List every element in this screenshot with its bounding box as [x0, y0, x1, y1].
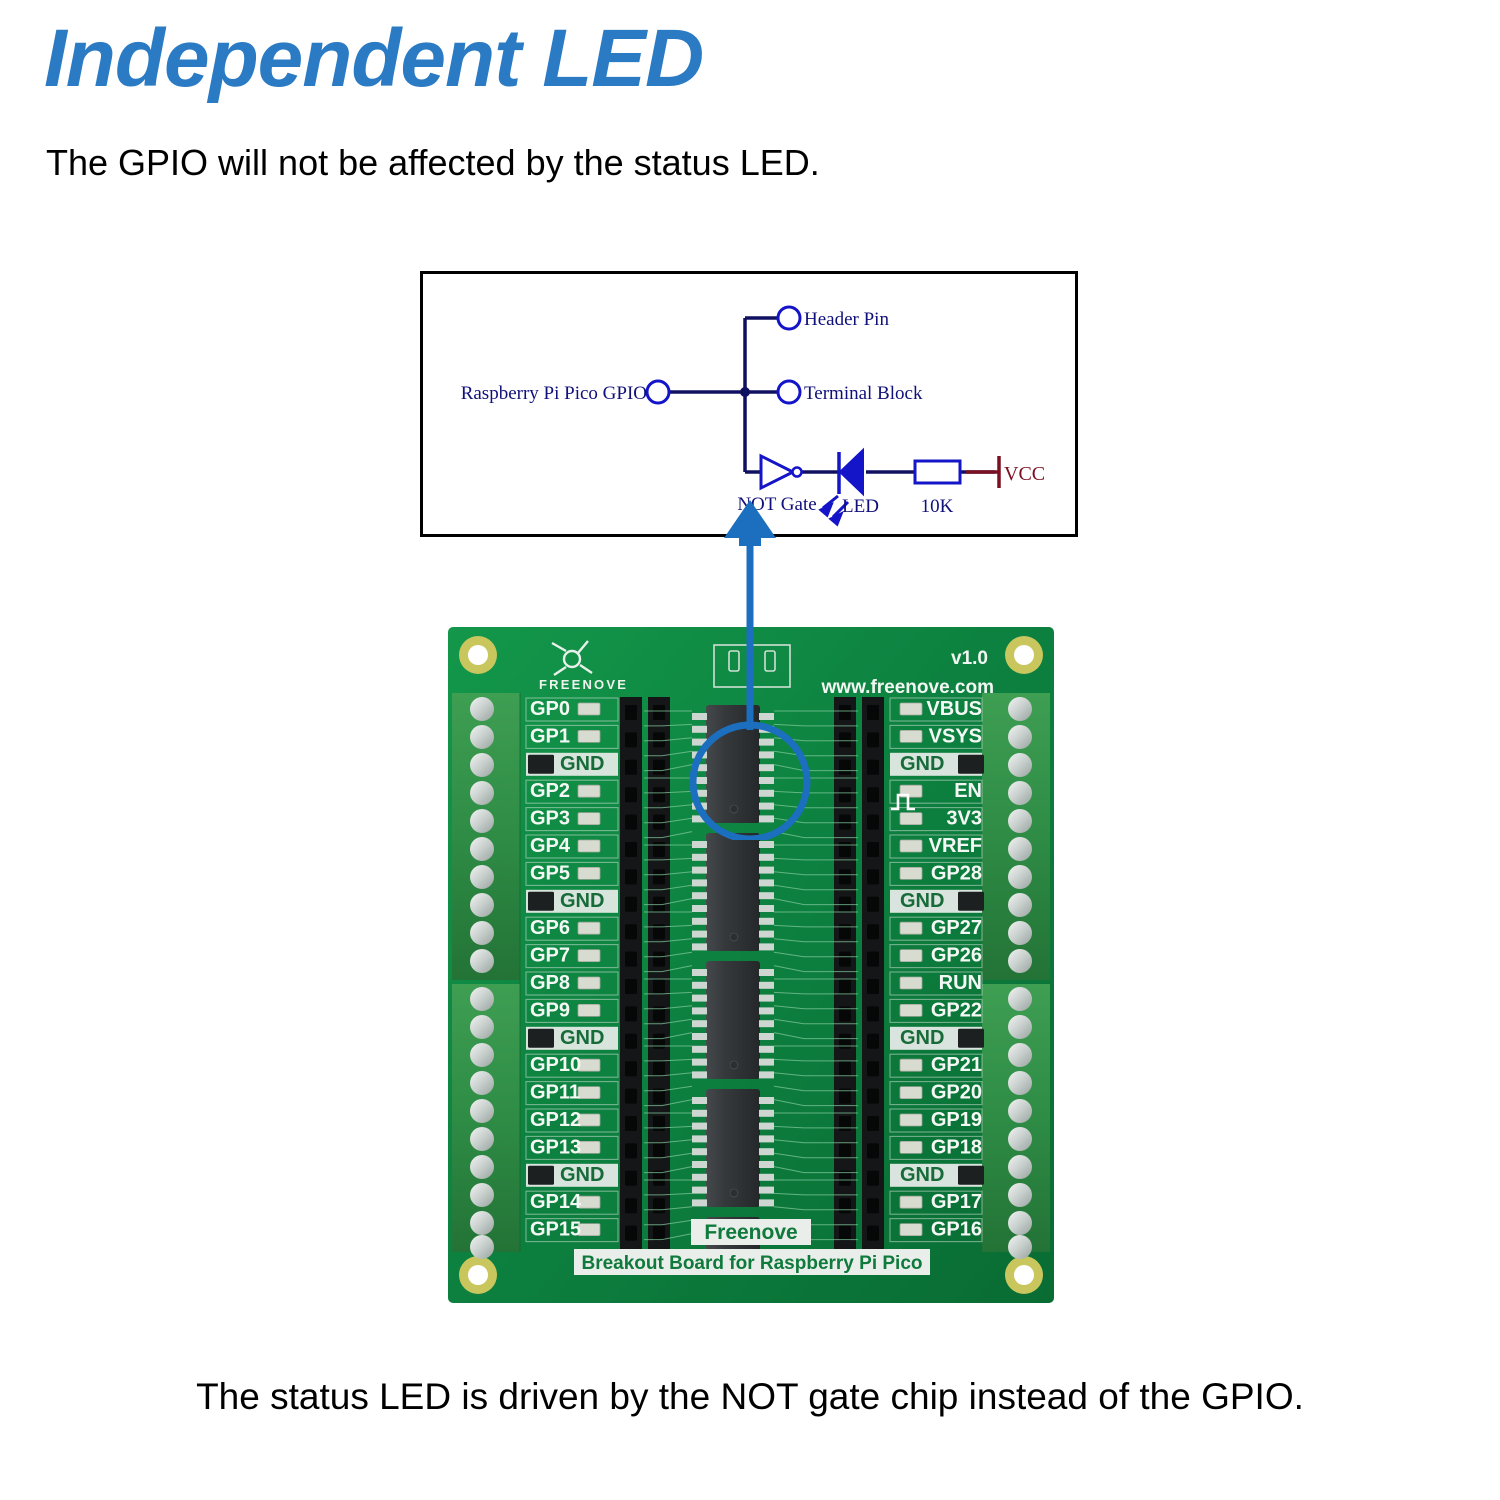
schematic-panel: Raspberry Pi Pico GPIO Header Pin Termin… [420, 271, 1078, 537]
pin-label: GND [560, 1027, 604, 1049]
pin-label: GP6 [530, 917, 570, 939]
board-footer: Freenove Breakout Board for Raspberry Pi… [574, 1219, 930, 1275]
pin-label: GP1 [530, 725, 570, 747]
terminal-screws [1008, 697, 1032, 1259]
pin-header-right-inner[interactable] [834, 697, 856, 1253]
led-icon [818, 447, 864, 527]
pin-label: GP5 [530, 862, 570, 884]
page-title: Independent LED [44, 13, 704, 104]
pin-label: GP18 [931, 1136, 982, 1158]
led-label: LED [842, 496, 879, 517]
resistor-label: 10K [921, 496, 954, 517]
mounting-hole [1005, 1256, 1043, 1294]
ic-chip [706, 1089, 760, 1207]
page-caption: The status LED is driven by the NOT gate… [196, 1376, 1304, 1417]
freenove-logo-icon [551, 640, 593, 676]
pin-header-right-outer[interactable] [862, 697, 884, 1253]
terminal-block-node-circle [776, 379, 802, 405]
mounting-hole [459, 1256, 497, 1294]
pin-label: GP12 [530, 1109, 581, 1131]
pin-header-left-outer[interactable] [620, 697, 642, 1253]
pin-label: GP20 [931, 1082, 982, 1104]
pin-label: GND [560, 890, 604, 912]
board-website-label: www.freenove.com [821, 677, 994, 698]
board-product-label: Breakout Board for Raspberry Pi Pico [581, 1253, 922, 1274]
pin-label: GP8 [530, 972, 570, 994]
ic-chip [706, 961, 760, 1079]
schematic-wires [669, 316, 995, 474]
pin-label: 3V3 [946, 808, 982, 830]
ic-chips [706, 705, 760, 1253]
brand-mark-label: FREENOVE [539, 677, 628, 692]
pin-label: GND [900, 890, 944, 912]
pin-label: GP13 [530, 1136, 581, 1158]
pin-label: GP17 [931, 1191, 982, 1213]
pin-label: GP16 [931, 1219, 982, 1241]
pin-label: EN [954, 780, 982, 802]
pin-label: GP26 [931, 945, 982, 967]
pin-label: GND [900, 1027, 944, 1049]
pin-label: GP28 [931, 862, 982, 884]
not-gate-icon [759, 453, 803, 491]
pin-label: GP4 [530, 835, 571, 857]
pin-header-left-inner[interactable] [648, 697, 670, 1253]
left-pin-labels: GP0GP1GNDGP2GP3GP4GP5GNDGP6GP7GP8GP9GNDG… [525, 697, 619, 1243]
board-name-label: Freenove [704, 1221, 797, 1244]
mounting-hole [459, 636, 497, 674]
board-version-label: v1.0 [951, 648, 988, 669]
pin-label: GND [900, 753, 944, 775]
pin-label: GP7 [530, 945, 570, 967]
schematic-drawing: Raspberry Pi Pico GPIO Header Pin Termin… [461, 305, 1045, 527]
square-wave-icon [891, 793, 915, 811]
header-pin-node-label: Header Pin [804, 309, 889, 330]
gpio-node-label: Raspberry Pi Pico GPIO [461, 383, 647, 404]
terminal-block-right[interactable] [982, 693, 1050, 1259]
pin-label: GP15 [530, 1219, 581, 1241]
pin-label: GP2 [530, 780, 570, 802]
pin-label: GP0 [530, 698, 570, 720]
pin-label: GP9 [530, 999, 570, 1021]
pin-label: VREF [929, 835, 982, 857]
vcc-icon [966, 456, 1001, 488]
not-gate-label: NOT Gate [737, 494, 816, 515]
right-pin-labels: VBUSVSYSGNDEN3V3VREFGP28GNDGP27GP26RUNGP… [889, 697, 984, 1243]
header-pin-node-circle [776, 305, 802, 331]
pin-label: RUN [939, 972, 982, 994]
pin-label: GP19 [931, 1109, 982, 1131]
ic-chip-not-gate [706, 705, 760, 823]
pin-label: GP14 [530, 1191, 582, 1213]
pin-label: VSYS [929, 725, 982, 747]
ic-chip [706, 833, 760, 951]
pin-label: GP21 [931, 1054, 982, 1076]
pin-label: GP11 [530, 1082, 580, 1104]
pin-label: GP3 [530, 808, 570, 830]
pin-label: GP10 [530, 1054, 581, 1076]
terminal-block-node-label: Terminal Block [804, 383, 923, 404]
page-subtitle: The GPIO will not be affected by the sta… [46, 142, 820, 183]
terminal-block-left[interactable] [452, 693, 521, 1259]
junction-dot [740, 387, 750, 397]
pin-label: GP27 [931, 917, 982, 939]
mounting-hole [1005, 636, 1043, 674]
pin-label: GND [560, 1164, 604, 1186]
pin-label: VBUS [926, 698, 982, 720]
breakout-board: FREENOVE v1.0 www.freenove.com [448, 627, 1054, 1303]
resistor-icon [913, 459, 962, 485]
gpio-node-circle [645, 379, 671, 405]
pin-label: GND [560, 753, 604, 775]
board-photo: FREENOVE v1.0 www.freenove.com [448, 627, 1054, 1303]
mounting-holes [459, 636, 1043, 1294]
vcc-label: VCC [1004, 463, 1045, 485]
pin-label: GP22 [931, 999, 982, 1021]
pin-label: GND [900, 1164, 944, 1186]
terminal-screws [470, 697, 494, 1259]
